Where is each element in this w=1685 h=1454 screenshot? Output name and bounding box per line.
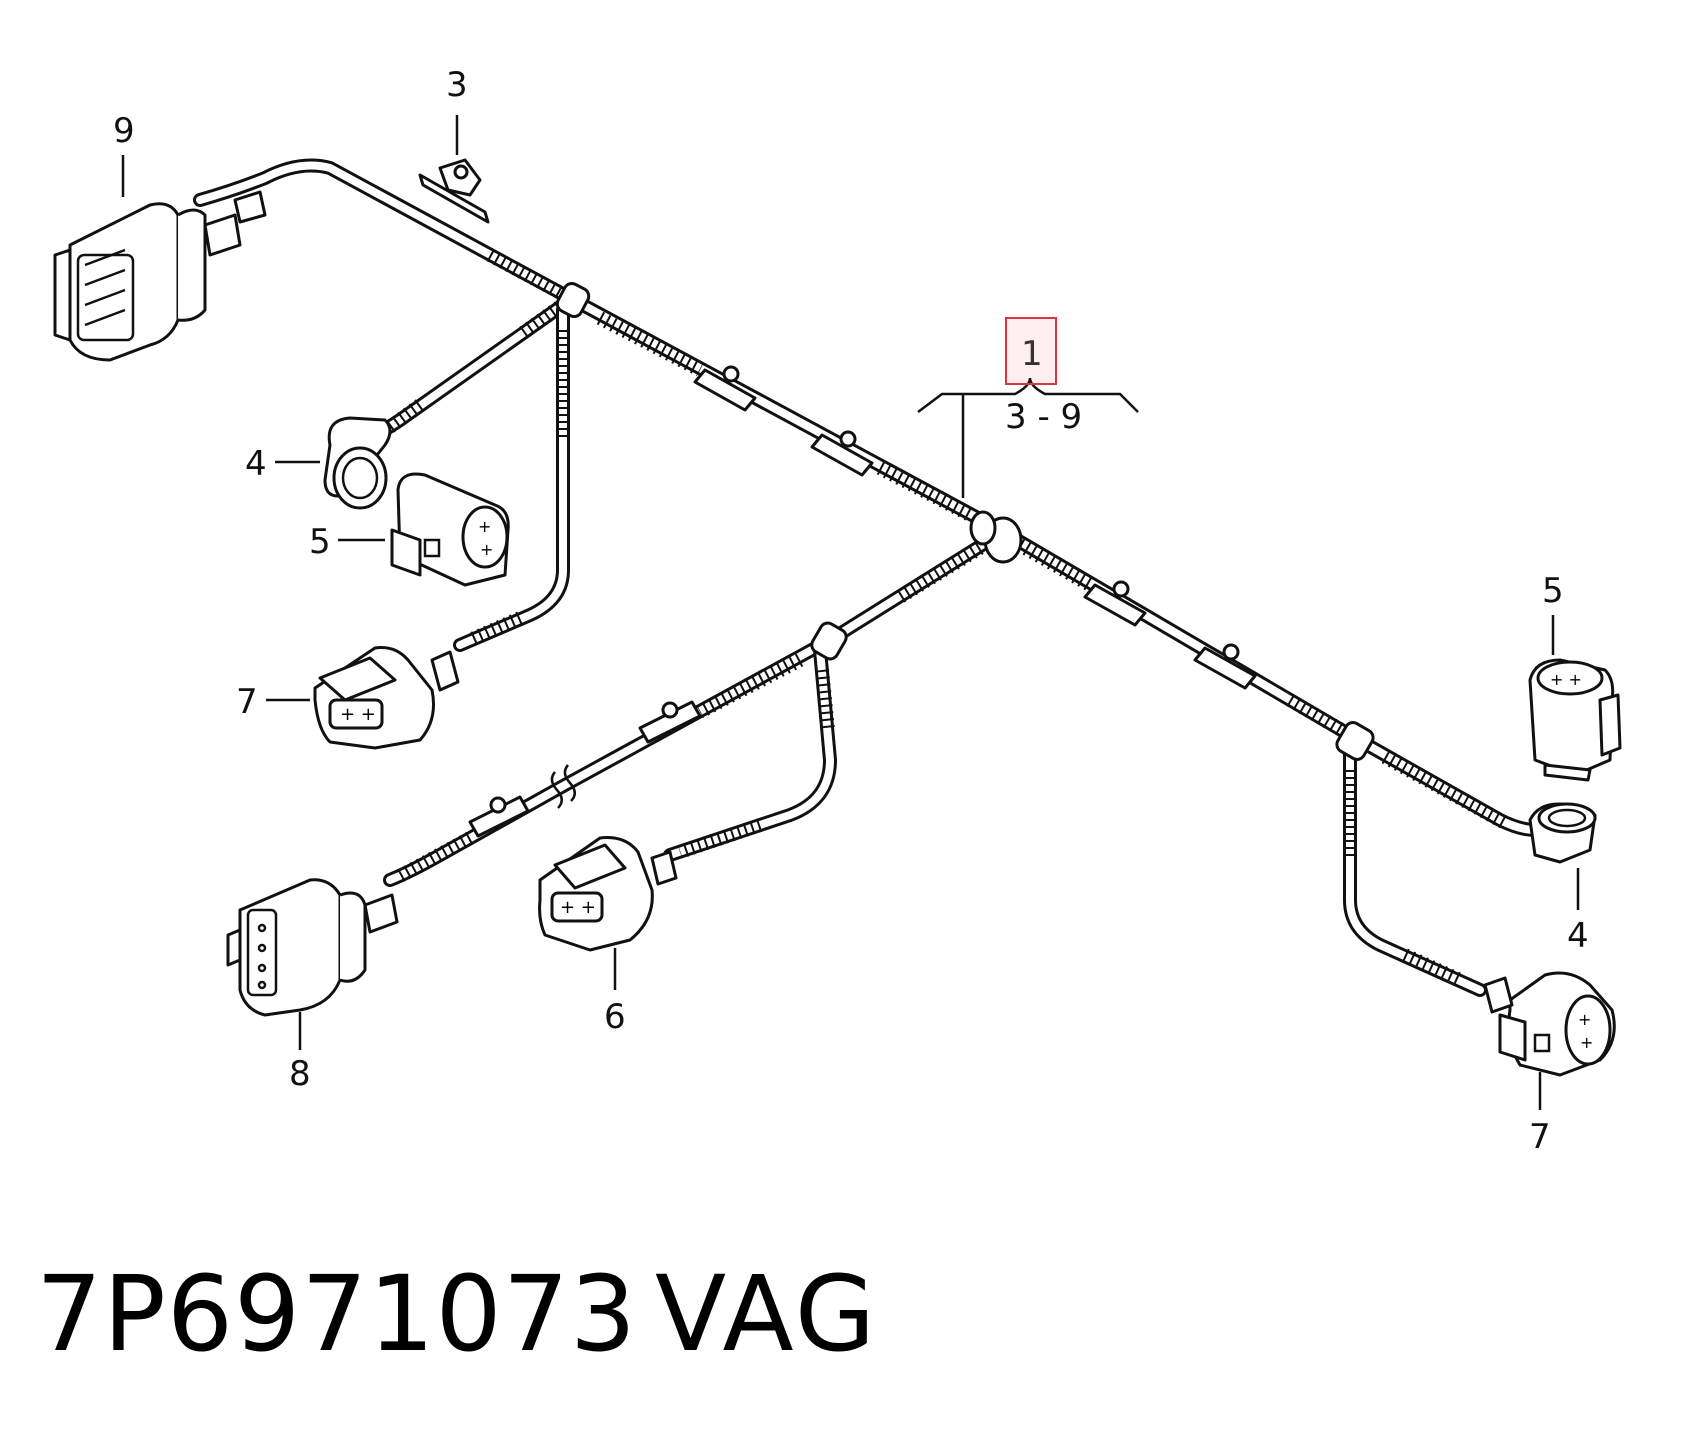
callout-8: 8 — [289, 1054, 311, 1094]
leader-lines — [121, 115, 1580, 1110]
svg-text:+: + — [1580, 1033, 1593, 1052]
callout-3-top: 3 — [446, 65, 468, 105]
svg-text:+ +: + + — [1550, 670, 1582, 689]
svg-text:+: + — [478, 517, 491, 536]
connector-5-left: + + — [390, 472, 510, 587]
connector-4-left — [323, 416, 392, 510]
svg-text:+: + — [1578, 1010, 1591, 1029]
connector-4-right — [1528, 802, 1597, 864]
connector-7-right: + + — [1483, 971, 1616, 1077]
main-item-label: 1 — [1021, 334, 1043, 374]
callout-5-right: 5 — [1542, 571, 1564, 611]
callout-7-left: 7 — [236, 682, 258, 722]
callout-4-right: 4 — [1567, 916, 1589, 956]
part-number: 7P6971073 — [36, 1253, 638, 1375]
harness-clip — [1193, 643, 1257, 690]
connector-9 — [53, 190, 267, 362]
harness-clip — [810, 430, 874, 477]
svg-text:+ +: + + — [340, 704, 376, 725]
callout-7-right: 7 — [1529, 1117, 1551, 1157]
harness-trunk — [193, 158, 1542, 997]
harness-clip — [1083, 580, 1147, 627]
harness-clip — [638, 700, 702, 744]
main-item-highlight[interactable]: 1 — [1005, 317, 1057, 385]
connector-7-left: + + — [313, 646, 460, 750]
callout-labels: 3 9 4 5 7 8 6 5 4 7 3 - 9 — [113, 65, 1589, 1157]
svg-text:+: + — [480, 540, 493, 559]
connector-5-right: + + — [1528, 658, 1622, 782]
svg-text:+ +: + + — [560, 897, 596, 918]
callout-6: 6 — [604, 997, 626, 1037]
callout-9: 9 — [113, 111, 135, 151]
connector-8 — [226, 878, 399, 1017]
connector-6: + + — [538, 836, 678, 952]
callout-5-left: 5 — [309, 522, 331, 562]
connector-3 — [418, 158, 490, 224]
harness-clip — [468, 795, 530, 838]
callout-4-left: 4 — [245, 444, 267, 484]
range-label: 3 - 9 — [1005, 397, 1082, 437]
brand-name: VAG — [655, 1253, 879, 1375]
harness-clip — [693, 365, 757, 412]
